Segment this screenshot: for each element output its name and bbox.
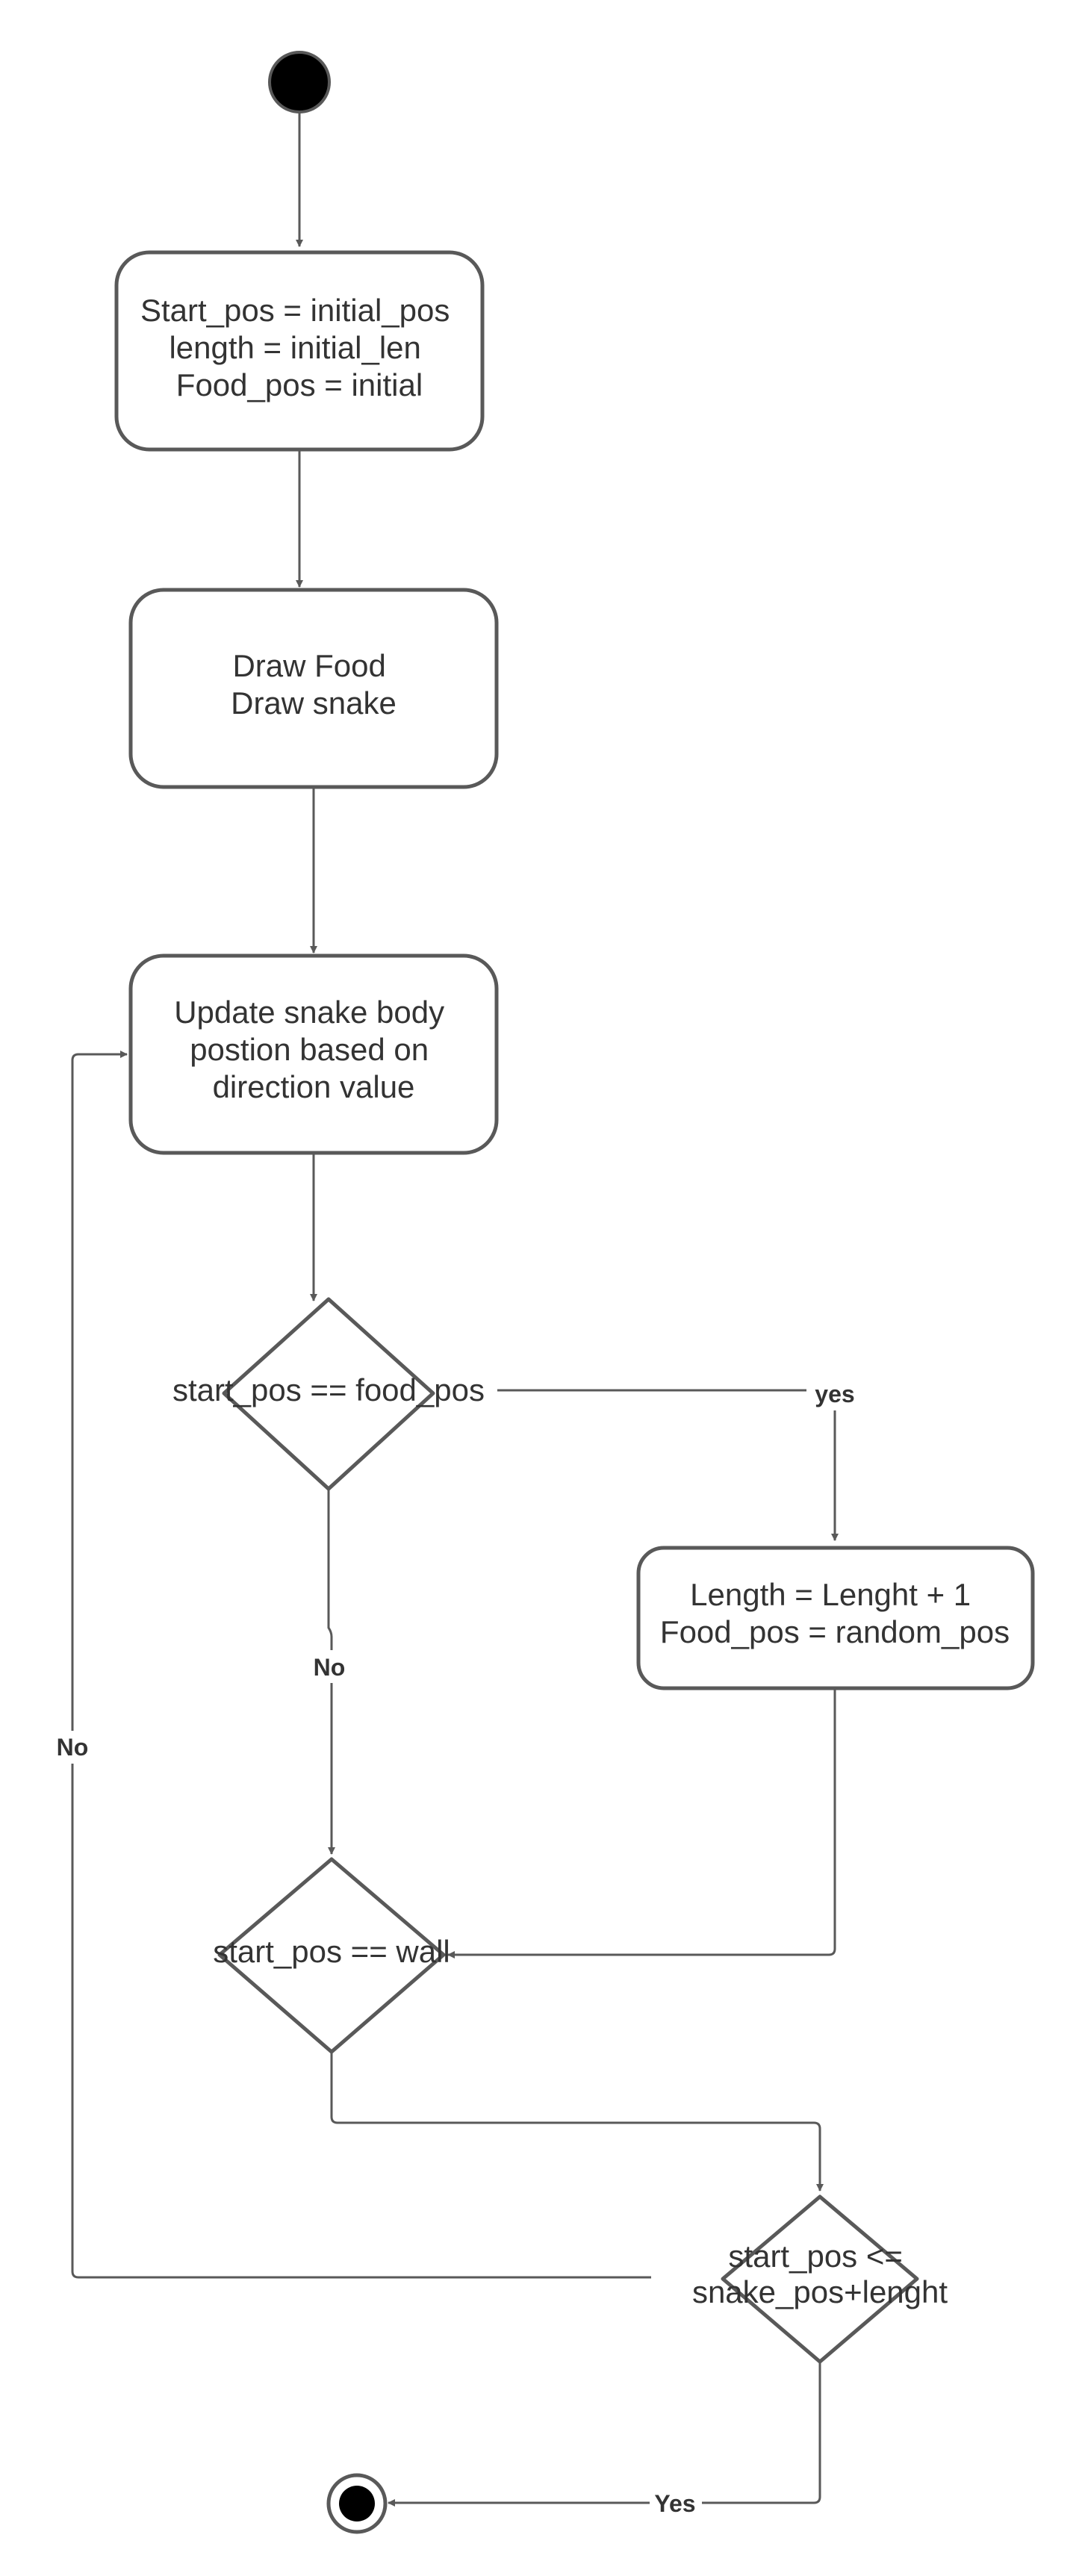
init-line-1: Start_pos = initial_pos <box>140 293 450 328</box>
food-decision-text: start_pos == food_pos <box>172 1372 485 1407</box>
edge-self-yes <box>388 2362 821 2507</box>
label-bg-self-yes <box>650 2486 702 2519</box>
label-bg-self-no <box>49 1731 97 1764</box>
start-node <box>268 51 331 113</box>
edge-wall-to-self <box>330 2052 824 2191</box>
svg-text:start_pos == wall: start_pos == wall <box>213 1934 450 1969</box>
update-line-3: direction value <box>213 1069 415 1104</box>
svg-text:Start_pos = initial_pos le: Start_pos = initial_pos length = initial… <box>140 293 458 402</box>
svg-text:Update snake body postion: Update snake body postion based on direc… <box>174 995 453 1104</box>
init-line-3: Food_pos = initial <box>176 367 423 402</box>
update-line-2: postion based on <box>190 1032 429 1067</box>
edge-label-self-no: No <box>57 1734 89 1761</box>
wall-decision-text: start_pos == wall <box>213 1934 450 1969</box>
svg-text:Length = Lenght + 1 Food_p: Length = Lenght + 1 Food_pos = random_po… <box>660 1577 1010 1649</box>
action-node-update <box>128 953 499 1155</box>
grow-line-2: Food_pos = random_pos <box>660 1614 1010 1649</box>
decision-node-wall <box>217 1857 446 2054</box>
action-node-draw <box>128 588 499 789</box>
edge-label-self-yes: Yes <box>654 2490 695 2517</box>
draw-line-1: Draw Food <box>232 648 385 683</box>
label-bg-food-no <box>306 1650 354 1683</box>
decision-node-food <box>222 1297 435 1491</box>
edge-label-food-yes: yes <box>815 1381 854 1407</box>
svg-text:start_pos == food_pos: start_pos == food_pos <box>172 1372 485 1407</box>
init-line-2: length = initial_len <box>169 330 420 365</box>
draw-line-2: Draw snake <box>231 685 397 721</box>
svg-text:Draw Food Draw snake: Draw Food Draw snake <box>231 648 397 721</box>
update-line-1: Update snake body <box>174 995 444 1030</box>
end-node <box>339 2486 375 2521</box>
edge-food-no <box>327 1488 335 1855</box>
edge-label-food-no: No <box>314 1654 346 1681</box>
self-decision-line-2: snake_pos+lenght <box>692 2274 948 2309</box>
svg-text:start_pos <= snake_pos+len: start_pos <= snake_pos+lenght <box>692 2239 948 2309</box>
edge-food-yes <box>497 1389 839 1541</box>
self-decision-line-1: start_pos <= <box>728 2239 902 2274</box>
edge-self-no <box>71 1051 651 2279</box>
action-node-init <box>114 250 485 452</box>
label-bg-food-yes <box>806 1378 863 1410</box>
action-node-grow <box>636 1546 1035 1690</box>
grow-line-1: Length = Lenght + 1 <box>690 1577 971 1612</box>
edge-grow-to-wall <box>447 1689 836 1959</box>
decision-node-self <box>721 2194 919 2364</box>
